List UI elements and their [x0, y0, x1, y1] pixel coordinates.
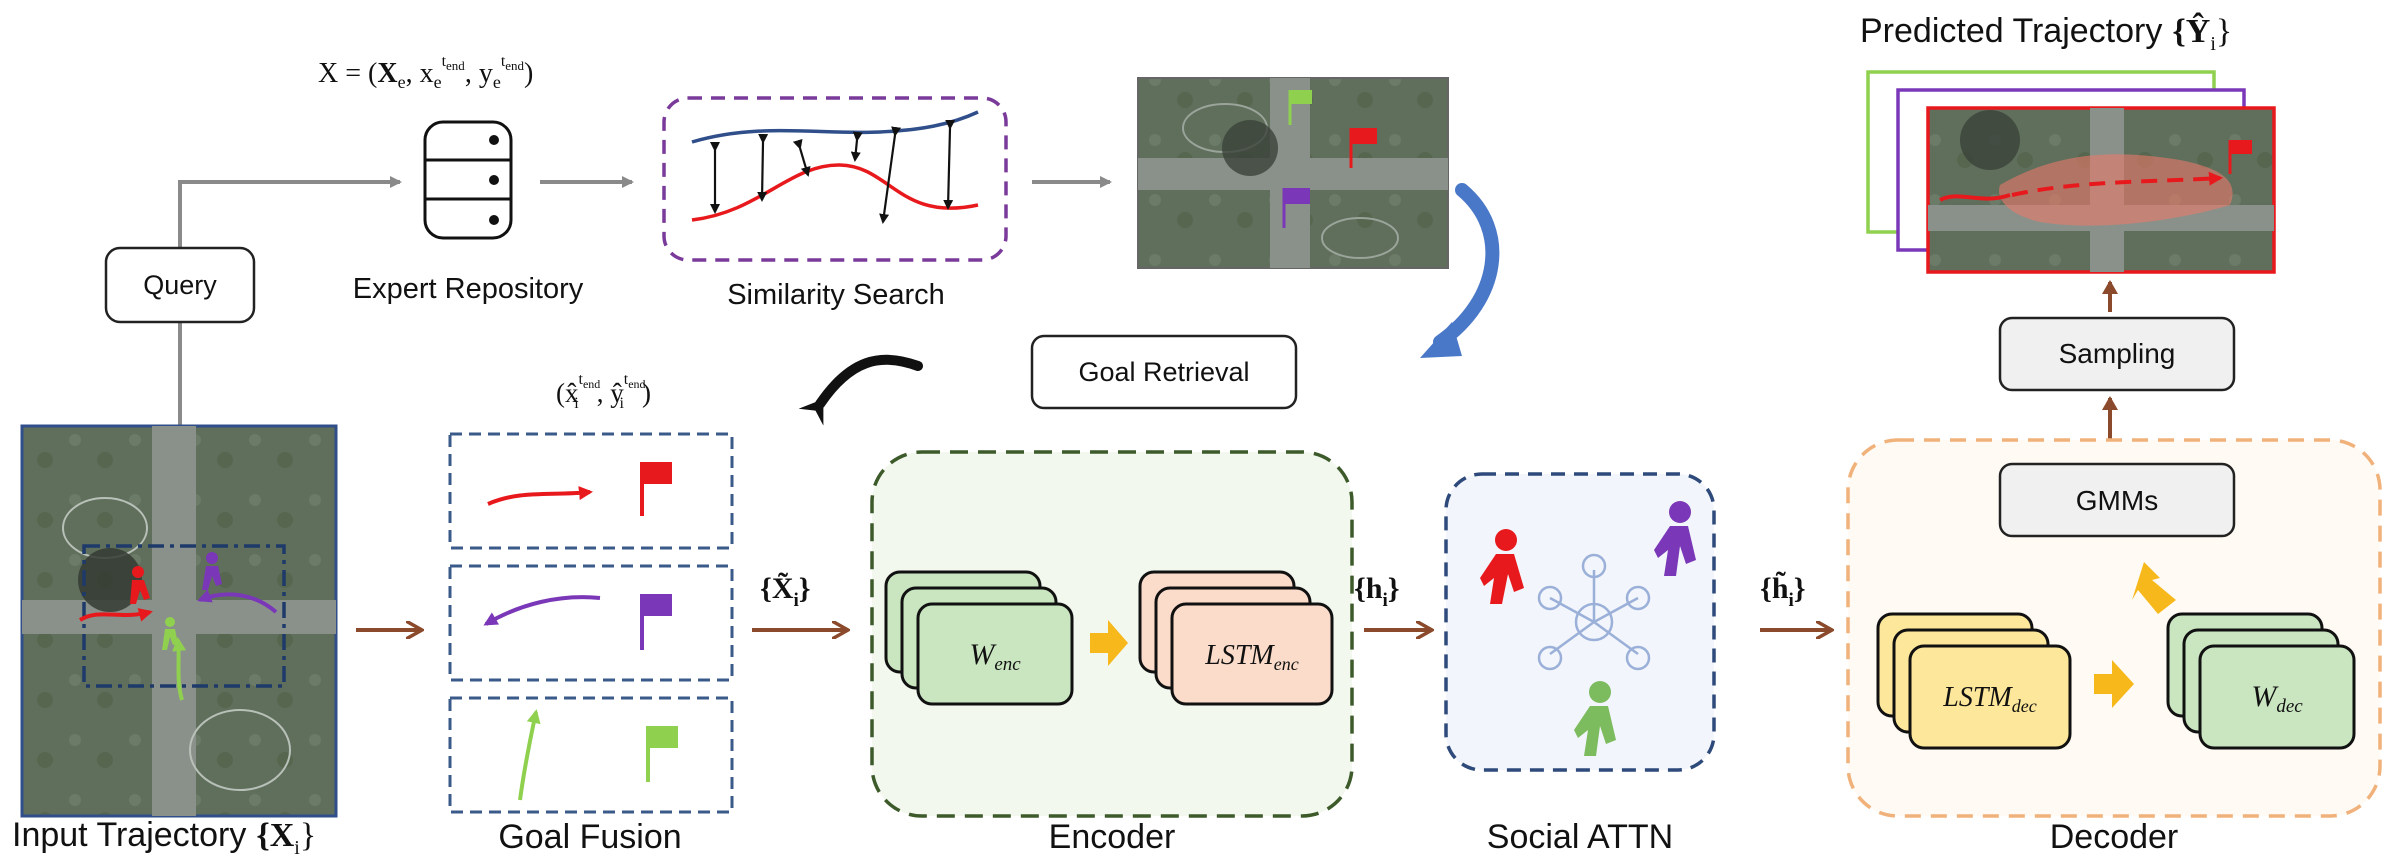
target-flag-icon — [2228, 140, 2252, 174]
sampling-box — [1998, 316, 2236, 392]
similarity-search-panel — [662, 96, 1008, 262]
decoder-inner-arrow — [2094, 660, 2134, 708]
retrieved-curve — [691, 163, 979, 222]
svg-text:Wdec: Wdec — [2251, 680, 2303, 717]
goal-retrieval-curve-arrow — [1420, 183, 1500, 358]
social-network-icon — [1537, 553, 1651, 671]
encoder-inner-arrow — [1090, 620, 1128, 666]
red-pedestrian-icon — [130, 566, 150, 604]
input-trajectory-map — [20, 424, 338, 818]
green-walker-icon — [1574, 681, 1616, 756]
goal-retrieval-label: Goal Retrieval — [1078, 357, 1249, 387]
green-flag-icon — [1288, 90, 1312, 125]
red-goal-flag-icon — [640, 462, 672, 516]
sample-frame-red — [1926, 106, 2276, 274]
encoder-panel: Wenc LSTMenc — [870, 450, 1354, 818]
purple-walker-icon — [1654, 501, 1696, 576]
w-enc-block: Wenc — [884, 570, 1074, 706]
decoder-label: Decoder — [2050, 818, 2179, 854]
to-gmms-arrow — [2132, 562, 2176, 614]
retrieved-goal-map — [1137, 77, 1449, 269]
goal-fusion-label: Goal Fusion — [498, 818, 681, 854]
goal-retrieval-box — [1030, 334, 1298, 410]
green-pedestrian-icon — [162, 617, 178, 650]
fused-input-symbol: {X̃i} — [760, 572, 811, 611]
similarity-arrows — [710, 119, 956, 224]
query-label: Query — [143, 270, 217, 300]
lstm-dec-block: LSTMdec — [1876, 612, 2072, 750]
gmms-box — [1998, 462, 2236, 538]
fusion-cell-green — [448, 696, 734, 814]
query-to-repo-arrow — [178, 176, 402, 248]
svg-text:LSTMdec: LSTMdec — [1942, 682, 2036, 716]
predicted-trajectory-title: Predicted Trajectory{Ŷi} — [1860, 12, 2232, 55]
fusion-cell-purple — [448, 564, 734, 682]
social-attn-label: Social ATTN — [1487, 818, 1673, 854]
query-set-formula: X = (Xe, xetend, yetend) — [318, 53, 533, 92]
svg-text:Wenc: Wenc — [969, 638, 1021, 675]
expert-repository-label: Expert Repository — [353, 273, 584, 305]
similarity-search-label: Similarity Search — [727, 279, 945, 311]
query-box — [104, 246, 256, 324]
goal-fusion-panel — [448, 432, 734, 814]
query-branch: Query — [104, 176, 402, 425]
fusion-cell-red — [448, 432, 734, 550]
goal-to-fusion-arrow — [798, 354, 923, 426]
decoder-panel: GMMs LSTMdec Wdec — [1846, 438, 2382, 818]
purple-goal-flag-icon — [640, 594, 672, 650]
w-dec-block: Wdec — [2166, 612, 2356, 750]
gmms-label: GMMs — [2076, 485, 2158, 516]
purple-pedestrian-icon — [202, 552, 222, 590]
svg-text:LSTMenc: LSTMenc — [1204, 640, 1298, 674]
purple-flag-icon — [1282, 188, 1310, 228]
hidden-state-symbol: {hi} — [1354, 572, 1400, 611]
database-icon — [423, 120, 513, 240]
social-hidden-symbol: {h̃i} — [1760, 571, 1806, 611]
input-trajectory-label: Input Trajectory{Xi} — [12, 816, 316, 854]
encoder-label: Encoder — [1049, 818, 1176, 854]
green-goal-flag-icon — [646, 726, 678, 782]
predicted-trajectory-stack — [1866, 70, 2276, 274]
red-flag-icon — [1349, 128, 1377, 168]
lstm-enc-block: LSTMenc — [1138, 570, 1334, 706]
social-attn-panel — [1444, 472, 1716, 772]
red-walker-icon — [1480, 529, 1524, 604]
sampling-label: Sampling — [2059, 338, 2176, 369]
